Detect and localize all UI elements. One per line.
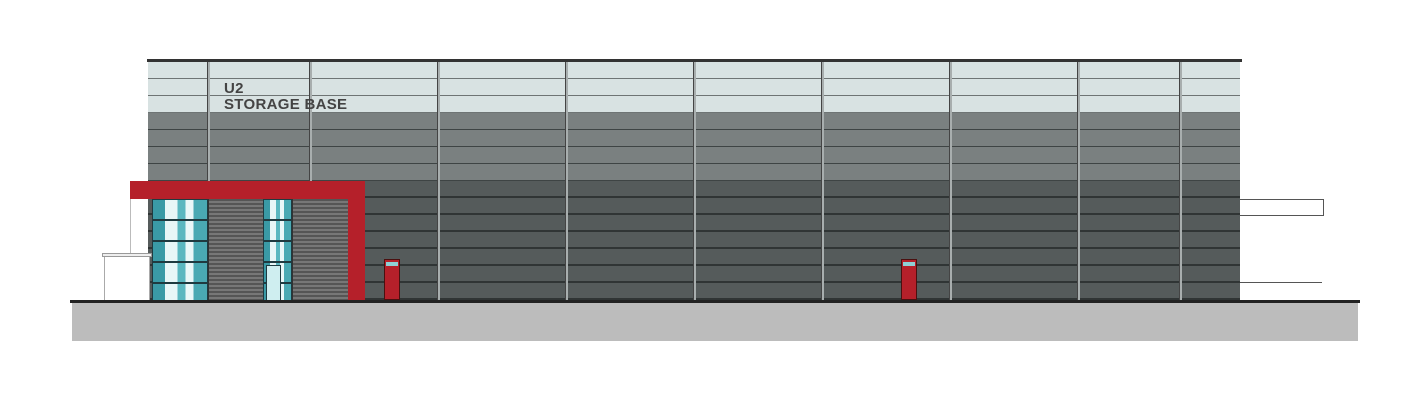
red-bollard bbox=[384, 259, 400, 300]
roller-shutter-door bbox=[292, 199, 349, 301]
entrance-door bbox=[266, 265, 281, 301]
red-canopy-pillar bbox=[348, 199, 365, 301]
cladding-joint bbox=[949, 62, 952, 301]
cladding-joint bbox=[565, 62, 568, 301]
ground-slab bbox=[72, 303, 1358, 341]
right-fence-line bbox=[1240, 282, 1322, 283]
building-signage: U2 STORAGE BASE bbox=[224, 81, 347, 113]
roller-shutter-door bbox=[208, 199, 264, 301]
roof-line bbox=[147, 59, 1242, 62]
cladding-joint bbox=[1077, 62, 1080, 301]
curtain-wall-glazing bbox=[152, 199, 208, 301]
cladding-joint bbox=[437, 62, 440, 301]
cladding-joint bbox=[1179, 62, 1182, 301]
left-low-annex bbox=[104, 253, 150, 301]
red-canopy-fascia bbox=[130, 181, 365, 199]
right-canopy-outline bbox=[1240, 199, 1324, 216]
red-bollard bbox=[901, 259, 917, 300]
ground-line bbox=[70, 300, 1360, 303]
left-annex-coping bbox=[102, 253, 152, 257]
cladding-joint bbox=[693, 62, 696, 301]
signage-line-2: STORAGE BASE bbox=[224, 96, 348, 113]
cladding-joint bbox=[821, 62, 824, 301]
canopy-edge-line bbox=[130, 199, 131, 253]
signage-line-1: U2 bbox=[224, 80, 244, 97]
